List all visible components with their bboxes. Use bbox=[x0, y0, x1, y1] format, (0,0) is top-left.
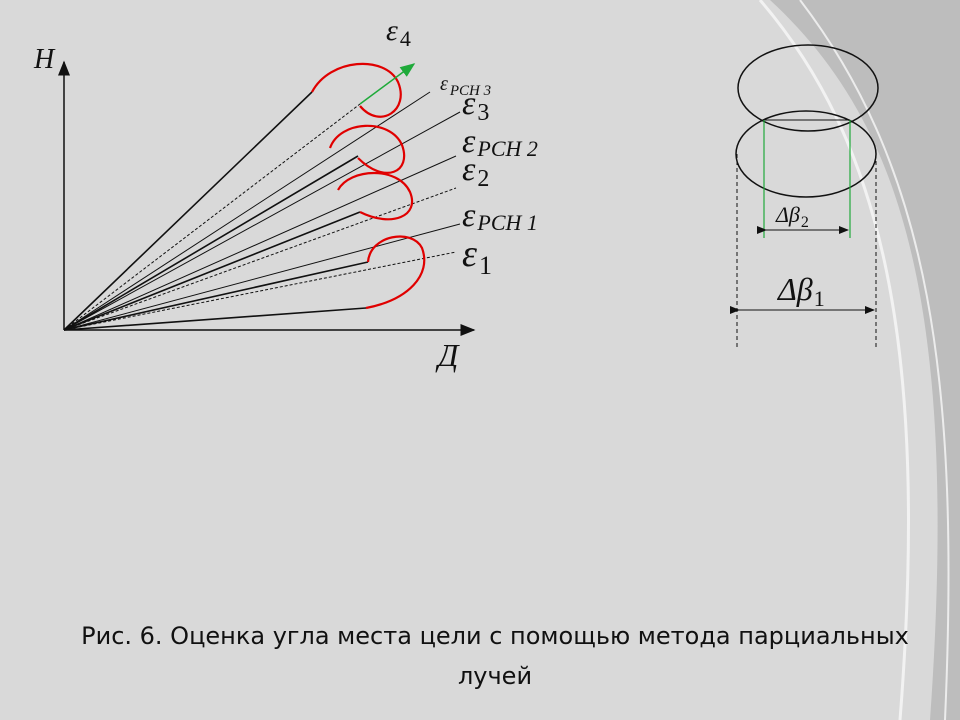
beam-line bbox=[63, 223, 461, 331]
upper-ellipse bbox=[737, 44, 879, 132]
lobe-4 bbox=[311, 62, 402, 118]
beam-line bbox=[63, 155, 359, 331]
lobe-3 bbox=[328, 124, 406, 174]
label-delta-beta1: Δβ1 bbox=[776, 271, 825, 311]
label-eps-pch2: εPCH 2 bbox=[462, 123, 538, 161]
label-eps2: ε2 bbox=[462, 151, 489, 192]
label-delta-beta2: Δβ2 bbox=[775, 202, 809, 231]
caption-line-2: лучей bbox=[457, 662, 533, 690]
lower-ellipse bbox=[735, 110, 877, 198]
axis-label-d: Д bbox=[435, 337, 460, 373]
figure-caption: Рис. 6. Оценка угла места цели с помощью… bbox=[40, 616, 950, 696]
beam-line bbox=[63, 111, 461, 331]
label-eps1: ε1 bbox=[462, 233, 492, 280]
scan-direction-arrow bbox=[359, 63, 416, 105]
axes bbox=[58, 60, 476, 336]
beam-line bbox=[63, 91, 313, 331]
label-eps4: ε4 bbox=[386, 14, 411, 51]
beam-cross-section: Δβ2 Δβ1 bbox=[730, 44, 879, 350]
background-swoosh bbox=[758, 0, 960, 720]
beam-lobes bbox=[311, 62, 426, 310]
caption-line-1: Рис. 6. Оценка угла места цели с помощью… bbox=[81, 622, 909, 650]
beam-line bbox=[63, 187, 457, 331]
label-eps3: ε3 bbox=[462, 85, 489, 126]
beam-line bbox=[63, 251, 457, 331]
beam-line bbox=[63, 211, 361, 331]
beam-line bbox=[63, 307, 367, 331]
beam-line bbox=[63, 155, 457, 331]
axis-label-h: H bbox=[33, 44, 56, 75]
beam-line bbox=[63, 261, 369, 331]
beam-line bbox=[63, 103, 361, 331]
lobe-2 bbox=[337, 172, 413, 221]
lobe-1 bbox=[365, 235, 426, 310]
label-eps-pch1: εPCH 1 bbox=[462, 197, 538, 235]
beam-lines bbox=[63, 91, 461, 331]
beam-line bbox=[63, 91, 431, 331]
